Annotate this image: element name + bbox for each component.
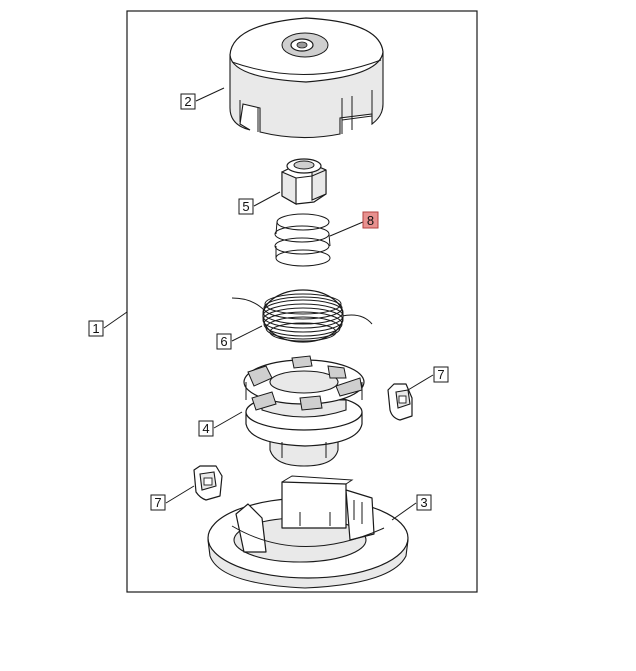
leader-4	[213, 411, 243, 429]
leader-6	[231, 325, 263, 342]
callout-7-right[interactable]: 7	[433, 366, 449, 383]
callout-4-label: 4	[202, 421, 209, 436]
part-7-eyelet-left	[193, 465, 223, 501]
leader-7-right	[407, 374, 434, 391]
callout-4[interactable]: 4	[198, 420, 214, 437]
callout-3-label: 3	[420, 495, 427, 510]
part-5-nut	[281, 158, 327, 205]
callout-6-label: 6	[220, 334, 227, 349]
leader-1	[103, 311, 128, 329]
callout-2-label: 2	[184, 94, 191, 109]
part-7-eyelet-right	[387, 383, 413, 421]
callout-2[interactable]: 2	[180, 93, 196, 110]
part-6-line-coil	[231, 289, 373, 343]
callout-3[interactable]: 3	[416, 494, 432, 511]
leader-8	[329, 221, 364, 237]
leader-2	[195, 87, 225, 102]
assembly-frame	[126, 10, 478, 593]
leader-5	[253, 191, 281, 207]
leader-7-left	[165, 485, 195, 504]
callout-7-left-label: 7	[154, 495, 161, 510]
callout-7-right-label: 7	[437, 367, 444, 382]
callout-7-left[interactable]: 7	[150, 494, 166, 511]
leader-3	[391, 502, 417, 521]
part-8-spring	[274, 213, 331, 267]
callout-6[interactable]: 6	[216, 333, 232, 350]
callout-1[interactable]: 1	[88, 320, 104, 337]
callout-1-label: 1	[92, 321, 99, 336]
highlight-box	[362, 211, 379, 229]
callout-8-label: 8	[367, 213, 374, 228]
part-4-spool	[243, 355, 365, 467]
part-2-cap	[229, 17, 384, 139]
callout-5-label: 5	[242, 199, 249, 214]
callout-8-highlighted[interactable]: 8	[362, 211, 379, 229]
part-3-housing	[207, 475, 409, 589]
callout-5[interactable]: 5	[238, 198, 254, 215]
